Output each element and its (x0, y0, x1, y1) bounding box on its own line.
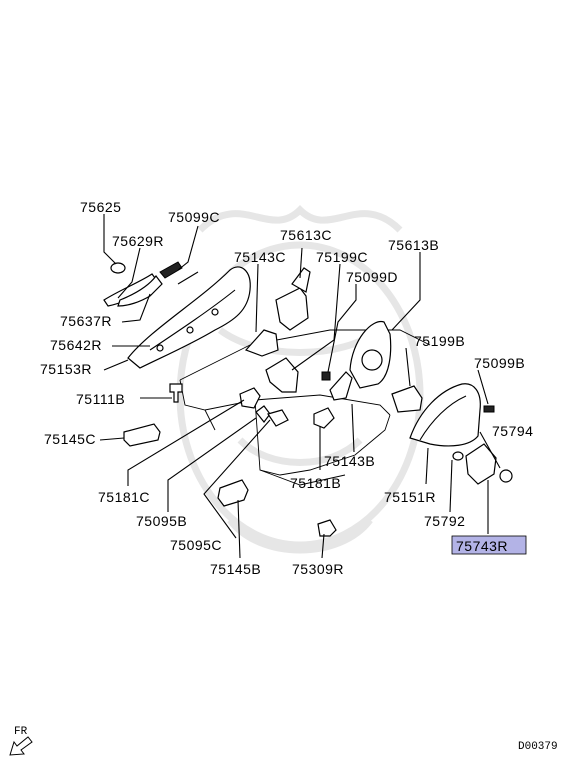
label-75151r[interactable]: 75151R (384, 489, 436, 505)
cover-hole-3 (211, 308, 219, 316)
direction-label: FR (14, 726, 28, 738)
part-75625-cap[interactable] (110, 262, 126, 274)
part-75145b-cap[interactable] (217, 479, 249, 507)
part-75099b-screw[interactable] (483, 405, 495, 413)
label-75145c[interactable]: 75145C (44, 431, 96, 447)
part-75099c-spring[interactable] (159, 261, 183, 279)
label-75181b[interactable]: 75181B (290, 475, 341, 491)
part-75181c-clip[interactable] (239, 387, 261, 409)
cover-hole-2 (186, 326, 194, 334)
label-75143b[interactable]: 75143B (324, 453, 375, 469)
recliner-gear (361, 349, 383, 371)
label-75613c[interactable]: 75613C (280, 227, 332, 243)
label-75153r[interactable]: 75153R (40, 361, 92, 377)
part-labels: 75625 75099C 75629R 75613C 75143C 75199C… (40, 199, 533, 577)
label-75145b[interactable]: 75145B (210, 561, 261, 577)
part-75145c-cap[interactable] (123, 423, 161, 447)
shield-edge (419, 395, 467, 441)
part-75642r-inner-panel (149, 289, 236, 351)
part-75151r-inner-shield[interactable] (409, 383, 481, 447)
label-75099b[interactable]: 75099B (474, 355, 525, 371)
label-75637r[interactable]: 75637R (60, 313, 112, 329)
label-75794[interactable]: 75794 (492, 423, 533, 439)
label-75613b[interactable]: 75613B (388, 237, 439, 253)
leader-lines (99, 214, 501, 559)
highlight-75743r (451, 535, 527, 555)
part-75143c-plate[interactable] (244, 329, 279, 357)
label-75309r[interactable]: 75309R (292, 561, 344, 577)
label-75181c[interactable]: 75181C (98, 489, 150, 505)
label-75199b[interactable]: 75199B (414, 333, 465, 349)
part-75792-washer[interactable] (452, 451, 464, 461)
label-75143c[interactable]: 75143C (234, 249, 286, 265)
part-75794-nut[interactable] (499, 469, 513, 483)
label-75199c[interactable]: 75199C (316, 249, 368, 265)
part-75637r-handle[interactable] (117, 275, 163, 307)
label-75625[interactable]: 75625 (80, 199, 121, 215)
label-75099c[interactable]: 75099C (168, 209, 220, 225)
part-75095c-clip[interactable] (267, 409, 289, 427)
label-75743r[interactable]: 75743R (456, 538, 508, 554)
front-direction-indicator: FR (9, 726, 33, 756)
label-75099d[interactable]: 75099D (346, 269, 398, 285)
part-75309r-clip[interactable] (317, 519, 337, 537)
part-75613c-tab (291, 267, 311, 293)
part-75099c-rod (177, 271, 199, 285)
label-75095c[interactable]: 75095C (170, 537, 222, 553)
part-75199c-plate[interactable] (265, 357, 299, 393)
part-75111b-bolt[interactable] (169, 383, 183, 403)
part-75743r-buckle[interactable] (465, 443, 497, 485)
label-75629r[interactable]: 75629R (112, 233, 164, 249)
label-75111b[interactable]: 75111B (76, 391, 125, 407)
cover-hole-1 (156, 344, 164, 352)
label-75095b[interactable]: 75095B (136, 513, 187, 529)
part-75181b-clip[interactable] (313, 407, 335, 429)
part-75153r-side-cover[interactable] (127, 266, 251, 369)
part-75199b-bracket[interactable] (391, 385, 423, 413)
arrow-down-left-icon (9, 736, 33, 756)
part-75143b-plate[interactable] (329, 371, 353, 401)
part-75099d-screw[interactable] (321, 371, 331, 381)
label-75642r[interactable]: 75642R (50, 337, 102, 353)
part-75613c-bracket[interactable] (275, 287, 309, 331)
label-75792[interactable]: 75792 (424, 513, 465, 529)
diagram-id: D00379 (518, 741, 558, 753)
